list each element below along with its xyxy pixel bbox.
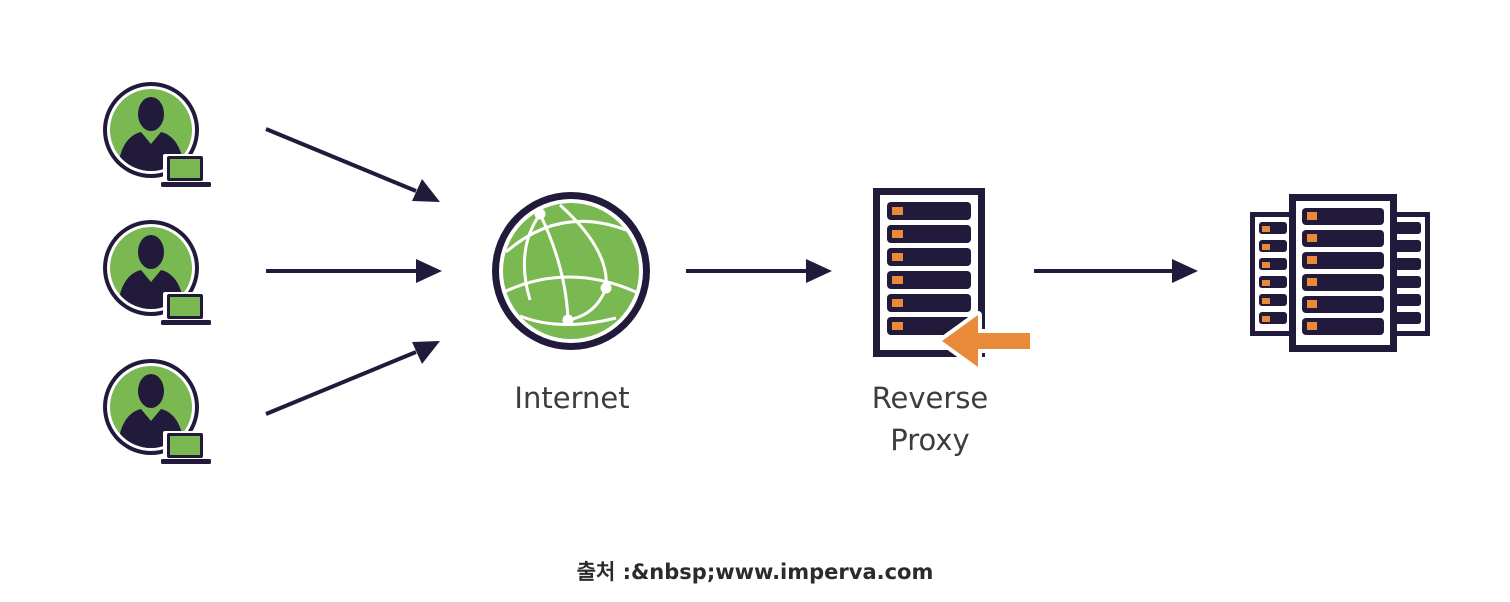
globe-icon (492, 192, 650, 350)
reverse-proxy-label-line-2: Proxy (890, 423, 970, 457)
edge-internet-proxy (686, 259, 832, 283)
orange-arrow-icon (938, 311, 1034, 371)
reverse-proxy-label-line-1: Reverse (871, 381, 989, 415)
edge-proxy-servers (1034, 259, 1198, 283)
internet-label: Internet (514, 381, 630, 415)
edge-client-3-internet (265, 341, 440, 416)
user-avatar-icon (103, 359, 211, 464)
internet-node (492, 192, 650, 350)
client-2 (103, 220, 211, 325)
server-farm-node (1250, 194, 1430, 352)
edge-client-2-internet (266, 259, 442, 283)
server-cluster-icon (1250, 194, 1430, 352)
client-1 (103, 82, 211, 187)
client-3 (103, 359, 211, 464)
user-avatar-icon (103, 220, 211, 325)
source-caption: 출처 :&nbsp;www.imperva.com (576, 560, 934, 584)
user-avatar-icon (103, 82, 211, 187)
edge-client-1-internet (265, 127, 440, 202)
